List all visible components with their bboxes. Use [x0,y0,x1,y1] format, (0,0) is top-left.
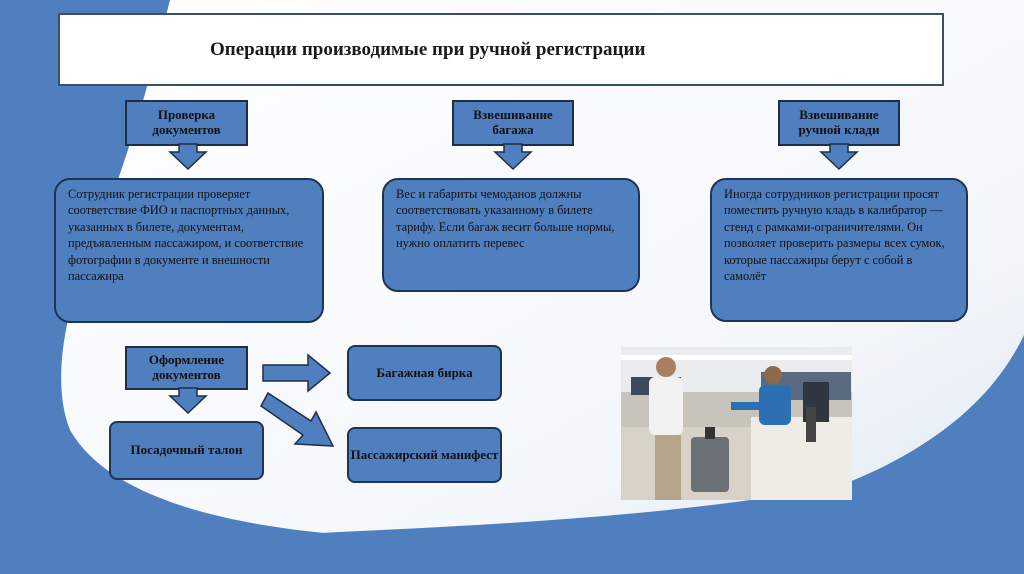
description-text: Вес и габариты чемоданов должны соответс… [396,187,615,251]
description-baggage-weighing: Вес и габариты чемоданов должны соответс… [382,178,640,292]
baggage-tag-node: Багажная бирка [347,345,502,401]
boarding-pass-node: Посадочный талон [109,421,264,480]
description-text: Сотрудник регистрации проверяет соответс… [68,187,304,283]
header-documents-processing: Оформление документов [125,346,248,390]
check-in-photo [621,347,852,500]
description-text: Иногда сотрудников регистрации просят по… [724,187,945,283]
arrow-diagonal-icon [260,391,335,447]
node-label: Пассажирский манифест [350,446,499,462]
header-label: Оформление документов [148,352,225,382]
passenger-manifest-node: Пассажирский манифест [347,427,502,483]
header-hand-luggage-weighing: Взвешивание ручной клади [778,100,900,146]
description-document-check: Сотрудник регистрации проверяет соответс… [54,178,324,323]
header-label: Взвешивание ручной клади [798,107,880,137]
header-document-check: Проверка документов [125,100,248,146]
page-title: Операции производимые при ручной регистр… [210,38,646,60]
arrow-down-icon [819,143,859,171]
description-hand-luggage: Иногда сотрудников регистрации просят по… [710,178,968,322]
node-label: Посадочный талон [130,442,243,458]
arrow-right-icon [262,353,332,393]
header-label: Проверка документов [152,107,221,137]
header-label: Взвешивание багажа [473,107,553,137]
arrow-down-icon [168,143,208,171]
arrow-down-icon [168,387,208,415]
node-label: Багажная бирка [376,364,473,380]
arrow-down-icon [493,143,533,171]
header-baggage-weighing: Взвешивание багажа [452,100,574,146]
title-box: Операции производимые при ручной регистр… [58,13,944,86]
